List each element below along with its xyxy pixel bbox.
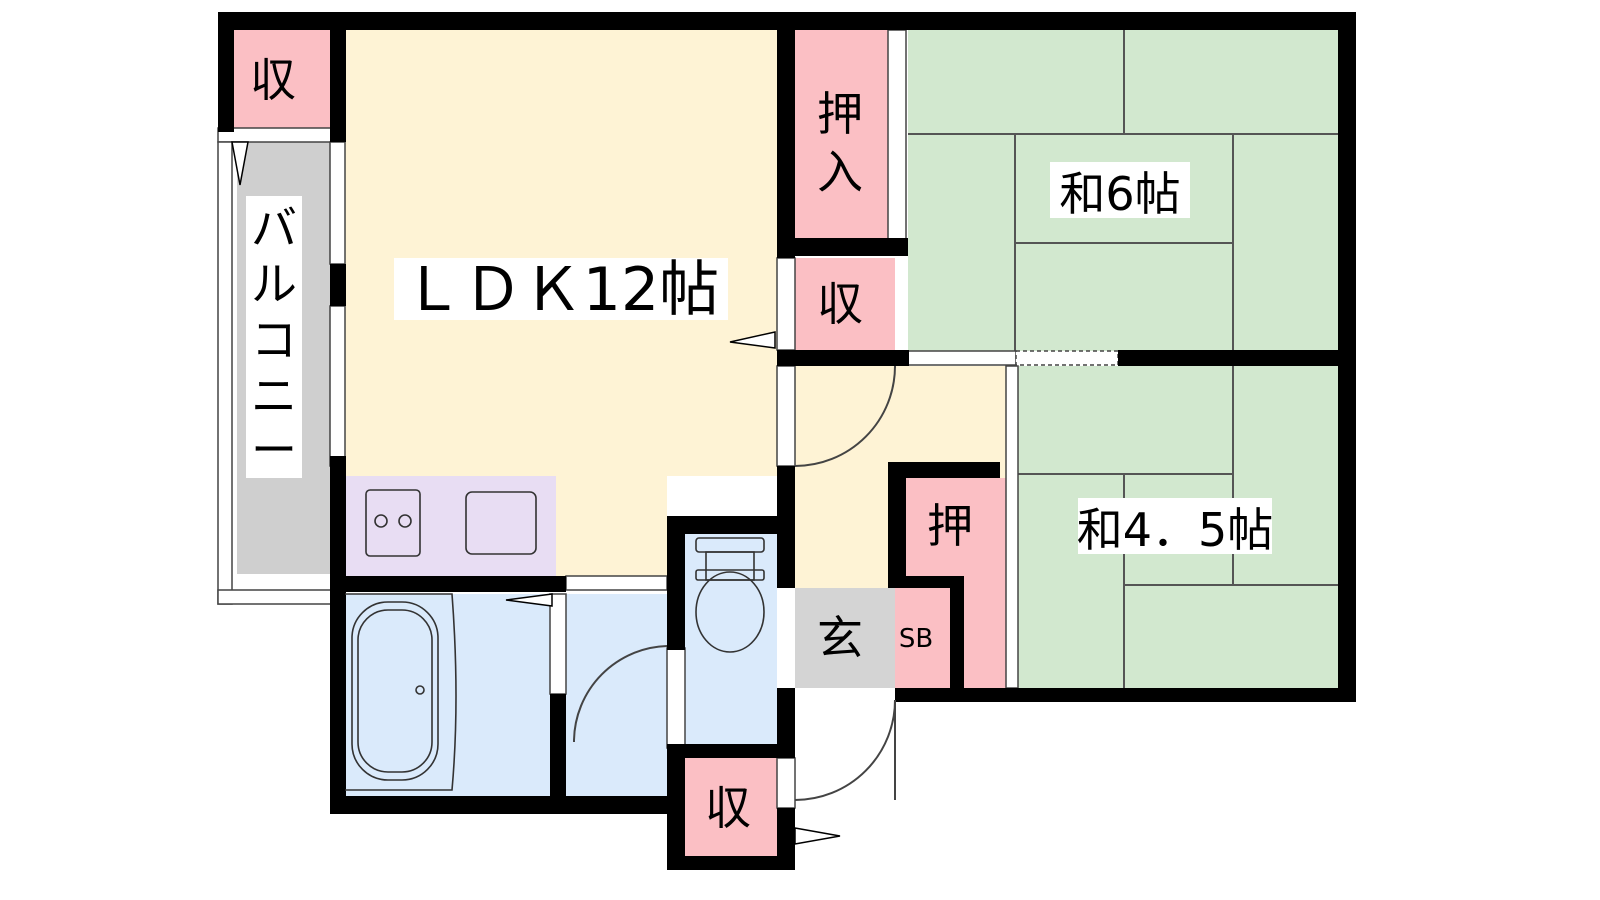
walls [218,12,1356,870]
label-backgrounds [246,162,1272,554]
stove-icon [365,489,421,557]
ldk-floor-lower [556,476,667,576]
shoebox [895,588,950,688]
bath-room [345,594,550,808]
toilet-room [685,534,777,744]
washroom [566,594,667,808]
label-ldk: ＬＤＫ12帖 [403,255,719,325]
oshiire-top [795,30,895,240]
door-swings [573,365,896,801]
label-balcony: バ ル コ ニ ー [251,201,297,477]
label-oshi: 押 [927,499,973,553]
label-washitsu6: 和6帖 [1059,167,1180,221]
storage-bottom [685,758,777,858]
label-balcony-char: コ [251,313,297,367]
label-oshiire-1: 押 [817,87,863,141]
label-storage-mid: 収 [817,277,863,331]
storage-topleft [232,30,330,128]
label-sb: SB [899,624,933,654]
sink-icon [465,491,537,555]
label-genkan: 玄 [817,611,863,665]
toilet-icon [695,537,765,653]
label-balcony-char: バ [251,201,297,255]
label-oshiire-2: 入 [817,145,863,199]
label-storage-topleft: 収 [250,53,296,107]
storage-mid [795,258,895,350]
label-balcony-char: ニ [251,369,297,423]
label-washitsu45: 和4．5帖 [1077,503,1274,557]
ldk-floor [345,30,777,476]
bathtub-icon [345,593,457,791]
label-storage-bottom: 収 [705,781,751,835]
label-balcony-char: ー [251,423,297,477]
entry-arrows [231,141,841,845]
room-labels: ＬＤＫ12帖 和6帖 和4．5帖 押 入 押 収 収 収 玄 SB バ ル コ … [250,53,1273,835]
label-balcony-char: ル [251,257,297,311]
genkan-floor [795,588,895,688]
